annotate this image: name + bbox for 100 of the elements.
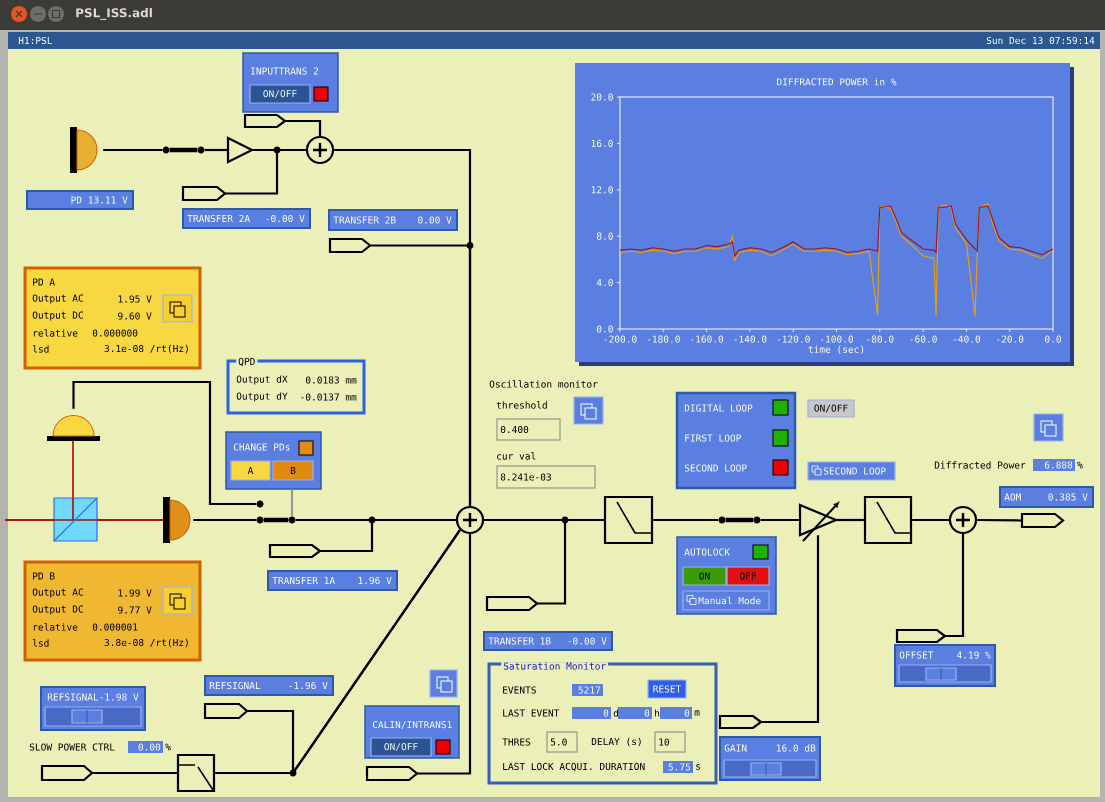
value-readout: 9.60 V	[118, 312, 152, 320]
field-label: threshold	[496, 401, 547, 409]
photodiode-symbol	[163, 497, 191, 543]
readout-display: TRANSFER 1B -0.00 V	[483, 631, 613, 651]
unit-label: %	[165, 743, 171, 751]
slider-control: REFSIGNAL-1.98 V	[40, 686, 146, 731]
photodiode-symbol	[70, 127, 98, 173]
panel-heading: QPD	[236, 357, 258, 367]
title-bar: PSL_ISS.adl	[0, 0, 1105, 30]
push-button: Manual Mode	[682, 590, 770, 611]
push-button: ON/OFF	[370, 737, 432, 757]
filter-symbol	[603, 495, 654, 545]
input-field: 8.241e-03	[496, 465, 596, 489]
slider-control: GAIN 16.0 dB	[719, 736, 821, 781]
signal-line	[285, 119, 322, 136]
port-symbol	[243, 113, 287, 129]
row-label: Output DC	[32, 605, 83, 615]
port-symbol	[895, 628, 947, 644]
x-tick-label: -200.0	[604, 335, 637, 343]
row-label: DIGITAL LOOP	[684, 404, 753, 412]
row-label: Output dX	[236, 375, 288, 385]
y-tick-label: 8.0	[596, 232, 613, 240]
value-readout: 0.0183 mm	[305, 376, 357, 384]
x-tick-label: -20.0	[997, 335, 1024, 343]
value-readout: 0.00	[128, 741, 163, 753]
port-symbol	[485, 595, 539, 612]
row-label: Output AC	[32, 588, 83, 598]
signal-line	[92, 771, 177, 775]
x-tick-label: -140.0	[734, 335, 767, 343]
signal-line	[370, 244, 472, 506]
push-button: B	[272, 460, 314, 481]
readout-display: AOM 0.385 V	[999, 486, 1094, 508]
signal-line	[653, 518, 719, 522]
filter-symbol	[176, 753, 216, 793]
x-tick-label: -100.0	[821, 335, 854, 343]
filter-symbol	[863, 495, 913, 545]
row-label: relative	[33, 329, 78, 337]
y-tick-label: 16.0	[591, 139, 613, 147]
signal-line	[225, 148, 306, 195]
row-label: relative	[33, 623, 78, 631]
signal-line	[912, 518, 949, 522]
x-tick-label: -160.0	[691, 335, 724, 343]
signal-line	[945, 534, 965, 638]
row-label: SECOND LOOP	[684, 464, 747, 472]
value-readout: 1.99 V	[118, 589, 152, 597]
row-label: DELAY (s)	[591, 737, 641, 747]
field-label: SLOW POWER CTRL	[29, 743, 115, 751]
push-button: OFF	[726, 566, 770, 586]
push-button: ON/OFF	[807, 399, 855, 418]
x-tick-label: -180.0	[647, 335, 680, 343]
switch-link	[725, 517, 754, 523]
value-readout: 0.000000	[92, 329, 138, 337]
readout-display: TRANSFER 1A 1.96 V	[267, 570, 398, 591]
x-tick-label: -120.0	[777, 335, 810, 343]
x-tick-label: -60.0	[910, 335, 937, 343]
field-label: Oscillation monitor	[489, 380, 598, 388]
unit-label: s	[696, 764, 700, 770]
push-button: ON/OFF	[249, 84, 311, 104]
signal-line	[977, 518, 1022, 522]
port-symbol	[40, 764, 94, 782]
x-tick-label: 0.0	[1045, 335, 1061, 343]
port-symbol	[268, 543, 322, 559]
field-label: cur val	[497, 452, 536, 460]
signal-line	[103, 148, 163, 152]
summing-junction	[305, 135, 335, 165]
value-readout: 5.75	[663, 761, 693, 773]
port-symbol	[181, 185, 227, 202]
unit-label: h	[655, 709, 660, 717]
unit-label: %	[1077, 461, 1083, 469]
push-button: SECOND LOOP	[807, 461, 896, 481]
port-symbol	[203, 702, 249, 720]
panel-heading: PD A	[33, 278, 55, 286]
row-label: LAST EVENT	[503, 709, 560, 717]
amplifier-symbol	[226, 136, 255, 164]
unit-label: m	[694, 710, 700, 716]
row-label: Output dY	[236, 392, 288, 402]
row-label: Output DC	[32, 311, 83, 321]
slider-control: OFFSET 4.19 %	[894, 644, 996, 687]
row-label: LAST LOCK ACQUI. DURATION	[503, 762, 645, 772]
port-symbol	[1020, 512, 1065, 529]
signal-line	[761, 535, 820, 724]
signal-line	[320, 518, 456, 553]
push-button: ON	[682, 566, 727, 586]
signal-line	[72, 380, 257, 506]
line-series	[620, 203, 1054, 317]
y-tick-label: 20.0	[591, 93, 613, 101]
input-field: 0.400	[496, 418, 561, 441]
input-field: 10	[654, 731, 686, 753]
switch-link	[263, 517, 289, 523]
y-tick-label: 0.0	[596, 325, 613, 333]
y-tick-label: 12.0	[591, 186, 613, 194]
signal-line	[204, 148, 228, 152]
input-field: 5.0	[546, 731, 578, 753]
row-label: Output AC	[32, 294, 83, 304]
label: Sun Dec 13 07:59:14	[986, 36, 1095, 45]
row-label: EVENTS	[503, 686, 536, 694]
unit-label: d	[613, 709, 619, 717]
label: H1:PSL	[18, 36, 53, 45]
x-axis-title: time (sec)	[808, 345, 864, 355]
signal-line	[290, 489, 294, 517]
